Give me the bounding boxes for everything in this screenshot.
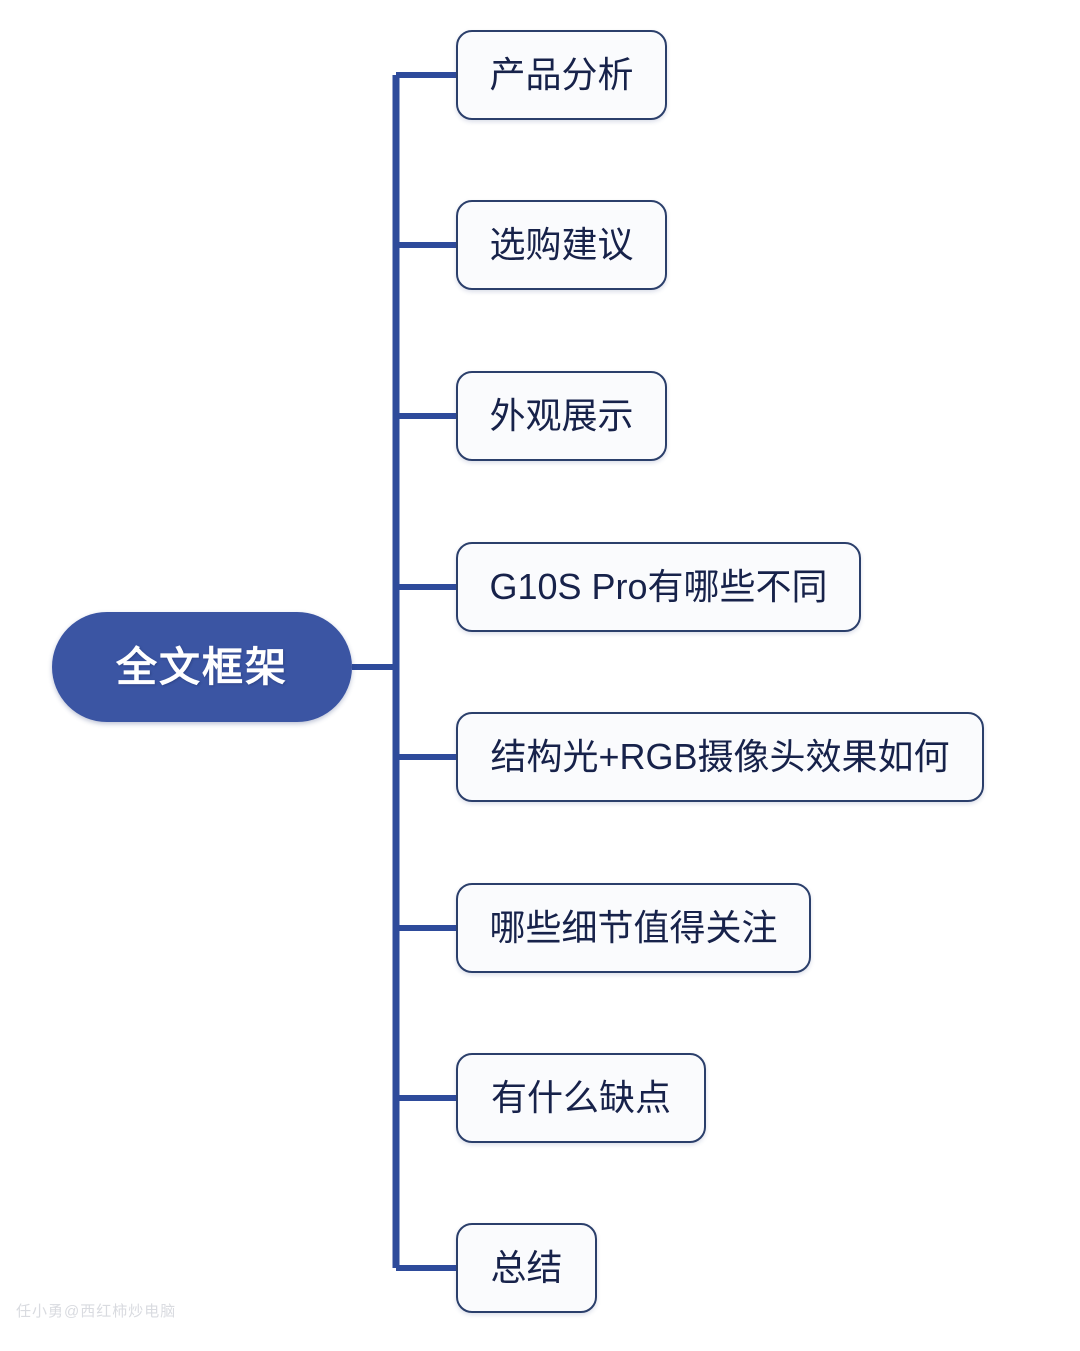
leaf-node[interactable]: 外观展示	[456, 371, 667, 461]
leaf-node-label: 外观展示	[489, 395, 634, 436]
leaf-node[interactable]: 选购建议	[456, 200, 667, 290]
leaf-node[interactable]: 有什么缺点	[456, 1053, 706, 1143]
leaf-node-label: 有什么缺点	[490, 1077, 671, 1118]
leaf-node[interactable]: G10S Pro有哪些不同	[456, 542, 861, 632]
leaf-node-label: 选购建议	[489, 224, 634, 265]
leaf-node[interactable]: 哪些细节值得关注	[456, 883, 811, 973]
watermark: 任小勇@西红柿炒电脑	[16, 1303, 177, 1320]
leaf-node-label: G10S Pro有哪些不同	[489, 566, 828, 607]
root-node[interactable]: 全文框架	[52, 612, 352, 722]
leaf-node-label: 结构光+RGB摄像头效果如何	[490, 736, 950, 777]
leaf-node[interactable]: 总结	[456, 1223, 597, 1313]
leaf-node-label: 哪些细节值得关注	[489, 907, 778, 948]
leaf-node[interactable]: 产品分析	[456, 30, 667, 120]
leaf-node-label: 总结	[490, 1247, 563, 1288]
leaf-node[interactable]: 结构光+RGB摄像头效果如何	[456, 712, 984, 802]
leaf-node-label: 产品分析	[489, 54, 634, 95]
root-node-label: 全文框架	[116, 643, 288, 690]
